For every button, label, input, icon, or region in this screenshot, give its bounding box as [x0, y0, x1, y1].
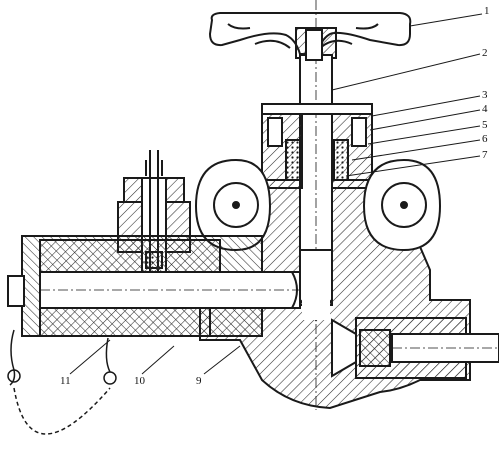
- shaft-housing: [7, 235, 301, 337]
- bonnet: [261, 103, 373, 189]
- callout-11: 11: [60, 375, 71, 387]
- mounting-lugs: [194, 158, 442, 252]
- callout-5: 5: [482, 119, 488, 131]
- callout-1: 1: [484, 5, 490, 17]
- retaining-chain: [7, 329, 117, 435]
- outlet-connector: [331, 317, 499, 379]
- callout-3: 3: [482, 89, 488, 101]
- callout-7: 7: [482, 149, 488, 161]
- callout-6: 6: [482, 133, 488, 145]
- callout-10: 10: [134, 375, 146, 387]
- leader-lines: [69, 13, 483, 375]
- callout-2: 2: [482, 47, 488, 59]
- callout-4: 4: [482, 103, 488, 115]
- callout-9: 9: [196, 375, 202, 387]
